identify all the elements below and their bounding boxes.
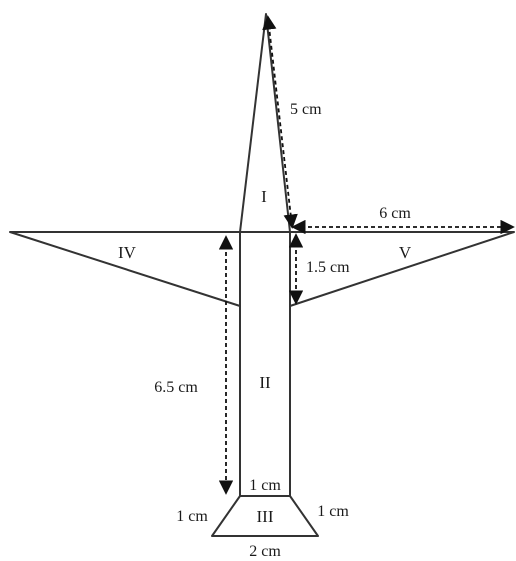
region-label-ii: II (259, 373, 271, 392)
trapezium-iii (211, 495, 319, 537)
measure-top-side: 5 cm (290, 101, 322, 118)
measure-trap-left: 1 cm (176, 508, 208, 525)
region-label-iv: IV (118, 243, 137, 262)
region-label-v: V (399, 243, 412, 262)
wing-triangle-iv (9, 231, 241, 307)
region-label-i: I (261, 187, 267, 206)
measure-wing-height: 1.5 cm (306, 259, 350, 276)
measure-trap-right: 1 cm (317, 503, 349, 520)
rectangle-ii (239, 231, 291, 497)
dimension-arrow-top-side (262, 15, 298, 229)
measure-trap-bottom: 2 cm (249, 543, 281, 560)
measure-trap-top: 1 cm (249, 477, 281, 494)
measure-wing-width: 6 cm (379, 205, 411, 222)
measure-body-height: 6.5 cm (154, 379, 198, 396)
region-label-iii: III (257, 507, 274, 526)
